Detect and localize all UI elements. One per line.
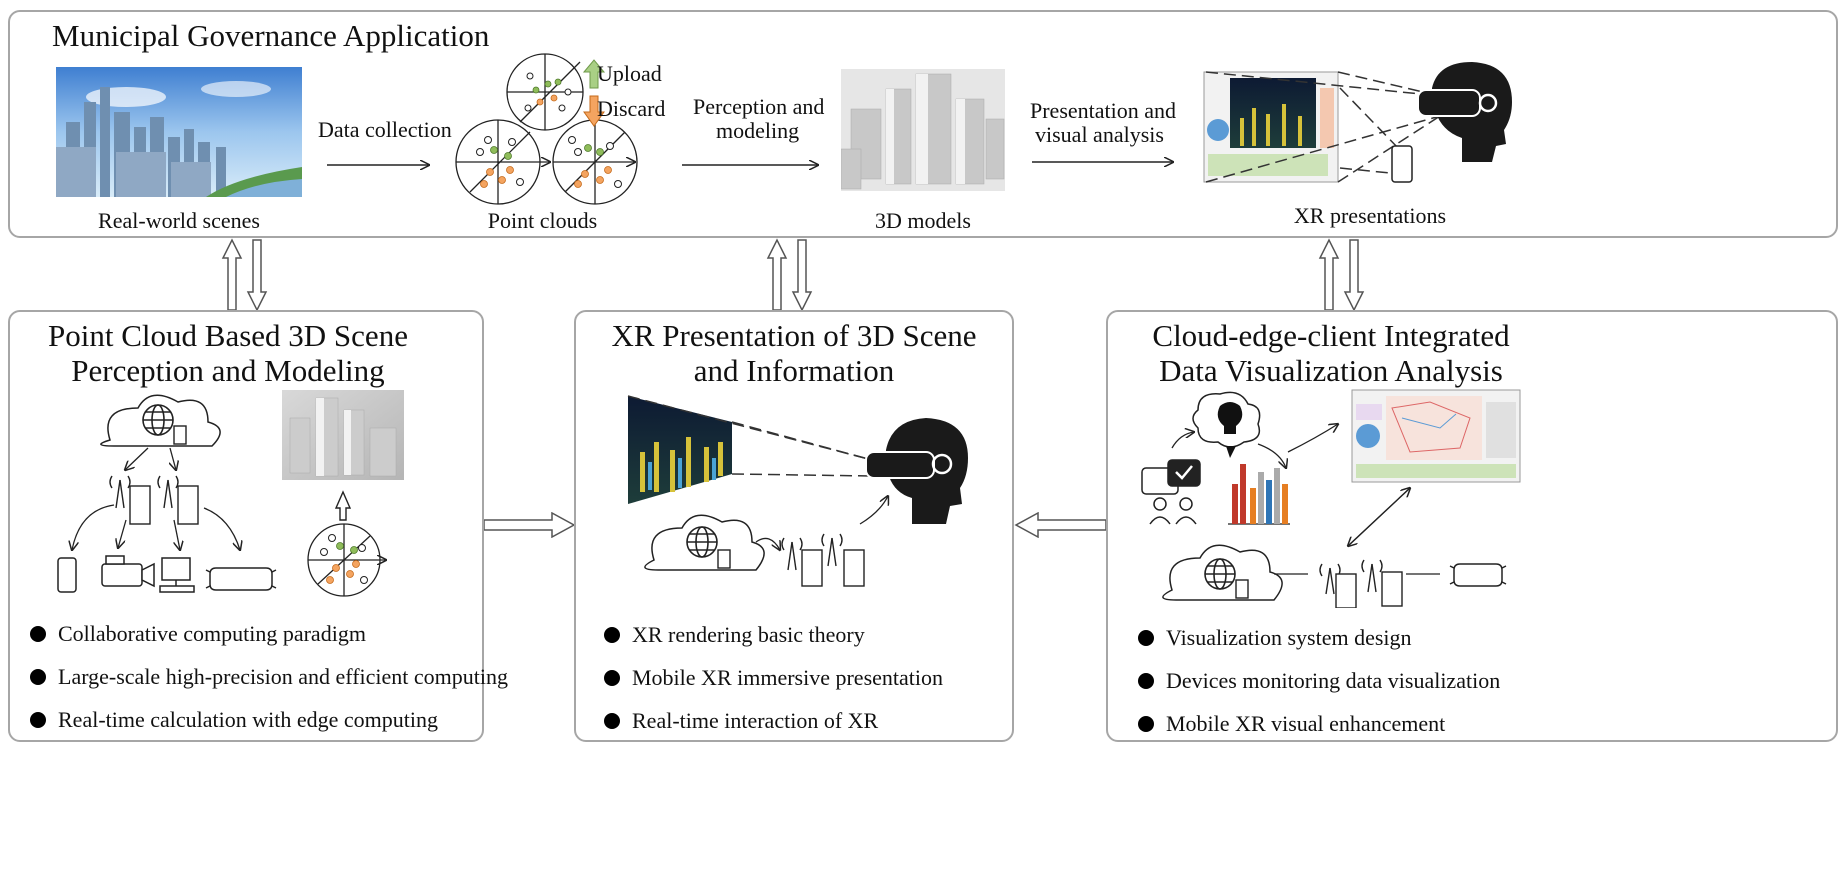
right-to-middle-arrow bbox=[1014, 512, 1107, 538]
point-cloud-modeling-panel bbox=[8, 310, 484, 742]
right-panel-bullets: Visualization system design Devices moni… bbox=[1138, 616, 1500, 745]
left-bidirectional-arrow bbox=[221, 238, 268, 312]
server-icon bbox=[717, 549, 731, 569]
middle-panel-title-line2: and Information bbox=[693, 353, 895, 388]
server-icon bbox=[173, 425, 187, 445]
bullet-dot-icon bbox=[1138, 629, 1154, 646]
right-panel-title-line2: Data Visualization Analysis bbox=[1159, 353, 1503, 388]
upload-arrow-icon bbox=[582, 59, 606, 89]
vr-goggles-icon bbox=[209, 567, 273, 591]
middle-xr-diagram bbox=[627, 395, 968, 587]
point-cloud-sphere bbox=[455, 119, 550, 205]
point-cloud-sphere bbox=[506, 53, 584, 131]
desktop-icon bbox=[159, 557, 195, 593]
left-network-diagram bbox=[57, 390, 404, 597]
3d-model-image bbox=[841, 69, 1005, 191]
bullet-dot-icon bbox=[30, 711, 46, 728]
data-collection-arrow bbox=[327, 155, 435, 175]
presentation-label-line1: Presentation and bbox=[1030, 98, 1177, 123]
bullet-dot-icon bbox=[1138, 672, 1154, 689]
discard-arrow-icon bbox=[583, 95, 605, 127]
antenna-icon bbox=[781, 533, 843, 571]
bullet-dot-icon bbox=[1138, 715, 1154, 732]
right-panel-title-line1: Cloud-edge-client Integrated bbox=[1152, 318, 1510, 353]
discard-label: Discard bbox=[597, 96, 666, 121]
middle-panel-bullets: XR rendering basic theory Mobile XR imme… bbox=[604, 613, 943, 742]
bullet-item: Real-time calculation with edge computin… bbox=[30, 698, 508, 741]
bullet-item: Collaborative computing paradigm bbox=[30, 612, 508, 655]
edge-server-icon bbox=[843, 549, 865, 587]
globe-icon bbox=[142, 404, 174, 436]
data-collection-label: Data collection bbox=[318, 117, 452, 142]
upload-label: Upload bbox=[597, 61, 662, 86]
middle-bidirectional-arrow bbox=[766, 238, 813, 312]
xr-presentation-panel bbox=[574, 310, 1014, 742]
bullet-dot-icon bbox=[30, 668, 46, 685]
perception-arrow bbox=[682, 155, 825, 175]
data-visualization-panel bbox=[1106, 310, 1838, 742]
antenna-icon bbox=[109, 475, 179, 509]
xr-presentations-caption: XR presentations bbox=[1293, 203, 1447, 228]
edge-server-icon bbox=[801, 549, 823, 587]
server-icon bbox=[1235, 579, 1249, 599]
antenna-icon bbox=[1319, 559, 1383, 595]
bullet-dot-icon bbox=[30, 625, 46, 642]
bullet-item: Real-time interaction of XR bbox=[604, 699, 943, 742]
cloud-icon bbox=[1162, 544, 1283, 601]
perception-label-line1: Perception and bbox=[693, 94, 825, 119]
bullet-dot-icon bbox=[604, 626, 620, 643]
edge-server-icon bbox=[177, 485, 199, 525]
people-icon bbox=[1141, 459, 1201, 525]
left-panel-bullets: Collaborative computing paradigm Large-s… bbox=[30, 612, 508, 741]
bullet-item: Mobile XR visual enhancement bbox=[1138, 702, 1500, 745]
bullet-item: Devices monitoring data visualization bbox=[1138, 659, 1500, 702]
globe-icon bbox=[1204, 558, 1236, 590]
edge-server-icon bbox=[1335, 573, 1357, 608]
bullet-dot-icon bbox=[604, 669, 620, 686]
left-panel-title-line1: Point Cloud Based 3D Scene bbox=[48, 318, 408, 353]
point-clouds-graphic bbox=[455, 53, 638, 205]
presentation-arrow bbox=[1032, 152, 1180, 172]
left-panel-title-line2: Perception and Modeling bbox=[71, 353, 385, 388]
bar-chart-icon bbox=[1228, 464, 1290, 525]
xr-presentation-graphic bbox=[1203, 62, 1512, 183]
point-cloud-sphere bbox=[552, 119, 638, 205]
3d-models-caption: 3D models bbox=[875, 208, 971, 233]
middle-panel-title-line1: XR Presentation of 3D Scene bbox=[611, 318, 977, 353]
top-panel-title: Municipal Governance Application bbox=[52, 18, 490, 53]
presentation-label-line2: visual analysis bbox=[1035, 122, 1164, 147]
left-to-middle-arrow bbox=[484, 512, 576, 538]
vr-goggles-icon bbox=[1453, 563, 1503, 587]
camera-icon bbox=[101, 555, 155, 588]
edge-server-icon bbox=[129, 485, 151, 525]
perception-label-line2: modeling bbox=[716, 118, 800, 143]
edge-server-icon bbox=[1381, 571, 1403, 607]
bullet-dot-icon bbox=[604, 712, 620, 729]
dashboard-screenshot bbox=[1351, 389, 1521, 483]
real-world-caption: Real-world scenes bbox=[98, 208, 260, 233]
right-bidirectional-arrow bbox=[1318, 238, 1365, 312]
bullet-item: Mobile XR immersive presentation bbox=[604, 656, 943, 699]
bullet-item: Visualization system design bbox=[1138, 616, 1500, 659]
globe-icon bbox=[686, 526, 718, 558]
point-clouds-caption: Point clouds bbox=[487, 208, 598, 233]
right-visualization-diagram bbox=[1141, 389, 1521, 608]
phone-icon bbox=[57, 557, 77, 593]
real-world-city-image bbox=[56, 67, 302, 197]
bullet-item: Large-scale high-precision and efficient… bbox=[30, 655, 508, 698]
bullet-item: XR rendering basic theory bbox=[604, 613, 943, 656]
